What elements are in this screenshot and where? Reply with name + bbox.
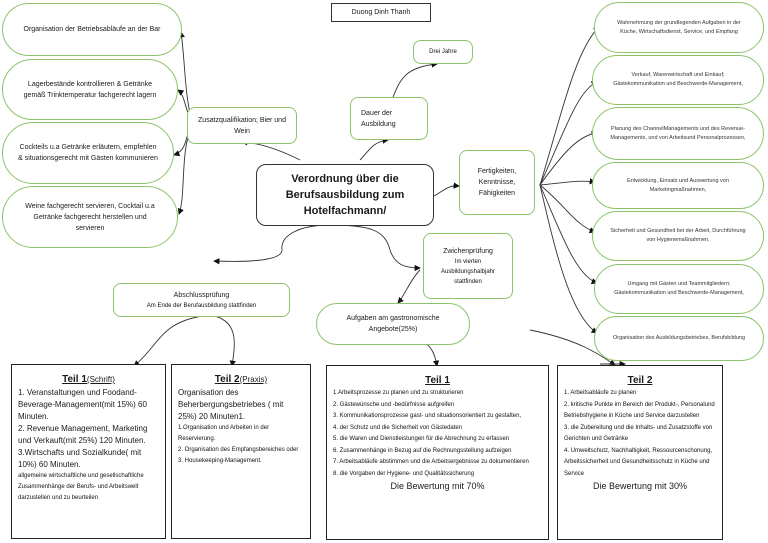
abschluss-teil2-line: 1.Organisation und Arbeiten in der Reser… [178,425,270,442]
fertigkeit-item-5[interactable]: Sicherheit und Gesundheit bei der Arbeit… [592,211,764,261]
fertigkeit-item-4[interactable]: Entwicklung, Einsatz und Auswertung von … [592,162,764,209]
link-f-3 [539,130,598,186]
center-node[interactable]: Verordnung über die Berufsausbildung zum… [256,164,434,226]
fertigkeit-item-3[interactable]: Planung des ChannelManagements und des R… [592,107,764,160]
aufgaben-teil2-line: 3. die Zubereitung und die Inhalts- und … [564,424,713,443]
link-center-zwischen [329,224,421,272]
aufgaben-teil2-heading: Teil 2 [627,375,653,386]
abschluss-teil1-line: 3.Wirtschafts und Sozialkunde( mit 10%) … [18,448,142,469]
link-center-dauer [359,137,389,161]
link-center-zusatz [241,139,301,161]
aufgaben-node[interactable]: Aufgaben am gastronomische Angebote(25%) [316,303,470,345]
link-center-fertig [433,182,460,197]
author-name: Duong Dinh Thanh [351,9,411,16]
aufgaben-teil1-box: Teil 1 1.Arbeitsprozesse zu planen und z… [326,365,549,540]
aufgaben-teil2-line: 4. Umweltschutz, Nachhaltigkeit, Ressour… [564,447,713,477]
fertigkeit-item-6[interactable]: Umgang mit Gästen und Teammitgliedern; G… [594,264,764,314]
aufgaben-teil1-line: 3. Kommunikationsprozesse gast- und situ… [333,413,522,419]
link-f-2 [539,81,598,186]
link-f-5 [539,184,596,234]
aufgaben-teil1-heading: Teil 1 [425,375,450,386]
zusatz-item-1[interactable]: Organisation der Betriebsabläufe an der … [2,3,182,56]
aufgaben-teil1-line: 7. Arbeitsabläufe abstimmen und die Arbe… [333,459,529,465]
abschluss-teil1-note: allgemeine wirtschaftliche und gesellsch… [18,473,144,501]
aufgaben-teil1-line: 8. die Vorgaben der Hygiene- und Qualitä… [333,470,475,477]
fertigkeit-item-7[interactable]: Organisation des Ausbildungsbetriebes, B… [594,316,764,361]
aufgaben-teil2-rating: Die Bewertung mit 30% [592,481,688,491]
aufgaben-teil1-line: 4. der Schutz und die Sicherheit von Gäs… [333,424,463,431]
zusatz-node[interactable]: Zusatzqualifikation; Bier und Wein [187,107,297,144]
aufgaben-teil1-line: 6. Zusammenhänge in Bezug auf die Rechnu… [333,447,512,454]
fertigkeit-item-1[interactable]: Wahrnehmung der grundlegenden Aufgaben i… [594,2,764,53]
aufgaben-teil1-line: 1.Arbeitsprozesse zu planen und zu struk… [333,390,464,396]
link-f-7 [539,184,598,334]
zusatz-item-3[interactable]: Cockteils u.a Getränke erläutern, empfeh… [2,122,174,184]
aufgaben-teil1-line: 5. die Waren und Dienstleistungen für di… [333,436,510,442]
link-center-abschluss [213,224,331,265]
fertigkeiten-node[interactable]: Fertigkeiten, Kenntnisse, Fähigkeiten [459,150,535,215]
link-dauer-drei [392,61,438,98]
abschluss-teil1-heading: Teil 1(Schrift) [62,374,115,385]
link-zwischen-aufgaben [397,269,421,304]
link-f-4 [539,178,596,186]
abschluss-node[interactable]: Abschlussprüfung Am Ende der Berufausbil… [113,283,290,317]
abschluss-teil1-line: 1. Veranstaltungen und Foodand-Beverage-… [18,388,147,421]
link-abschluss-teil1 [133,314,211,367]
author-box: Duong Dinh Thanh [331,3,431,22]
zwischen-node[interactable]: Zwichenprüfung Im vierten Ausbildungshal… [423,233,513,299]
zusatz-item-2[interactable]: Lagerbestände kontrollieren & Getränke g… [2,59,178,120]
dauer-node[interactable]: Dauer der Ausbildung [350,97,428,140]
abschluss-teil1-line: 2. Revenue Management, Marketing und Ver… [18,424,148,445]
aufgaben-teil1-line: 2. Gästewünsche und -bedürfnisse aufgrei… [333,401,455,408]
aufgaben-teil2-box: Teil 2 1. Arbeitsabläufe zu planen 2. kr… [557,365,723,540]
link-f-1 [539,26,600,186]
fertigkeit-item-2[interactable]: Verkauf, Warenwirtschaft und Einkauf; Gä… [592,55,764,105]
link-abschluss-teil2 [209,314,236,367]
aufgaben-teil2-line: 2. kritische Punkte im Bereich der Produ… [564,401,715,420]
abschluss-teil2-heading: Teil 2(Praxis) [214,374,268,385]
abschluss-teil2-line: 2. Organisation des Empfangsbereiches od… [178,447,299,453]
link-zusatz-1 [178,31,193,121]
drei-jahre-node[interactable]: Drei Jahre [413,40,473,64]
abschluss-teil2-intro: Organisation des Beherbergungsbetriebes … [178,388,284,421]
link-f-6 [539,184,598,285]
zusatz-item-4[interactable]: Weine fachgerecht servieren, Cocktail u.… [2,186,178,248]
abschluss-teil1-box: Teil 1(Schrift) 1. Veranstaltungen und F… [11,364,166,539]
aufgaben-teil1-rating: Die Bewertung mit 70% [390,481,485,491]
abschluss-teil2-box: Teil 2(Praxis) Organisation des Beherber… [171,364,311,539]
aufgaben-teil2-line: 1. Arbeitsabläufe zu planen [564,390,637,396]
abschluss-teil2-line: 3. Housekeeping-Management. [178,458,262,464]
